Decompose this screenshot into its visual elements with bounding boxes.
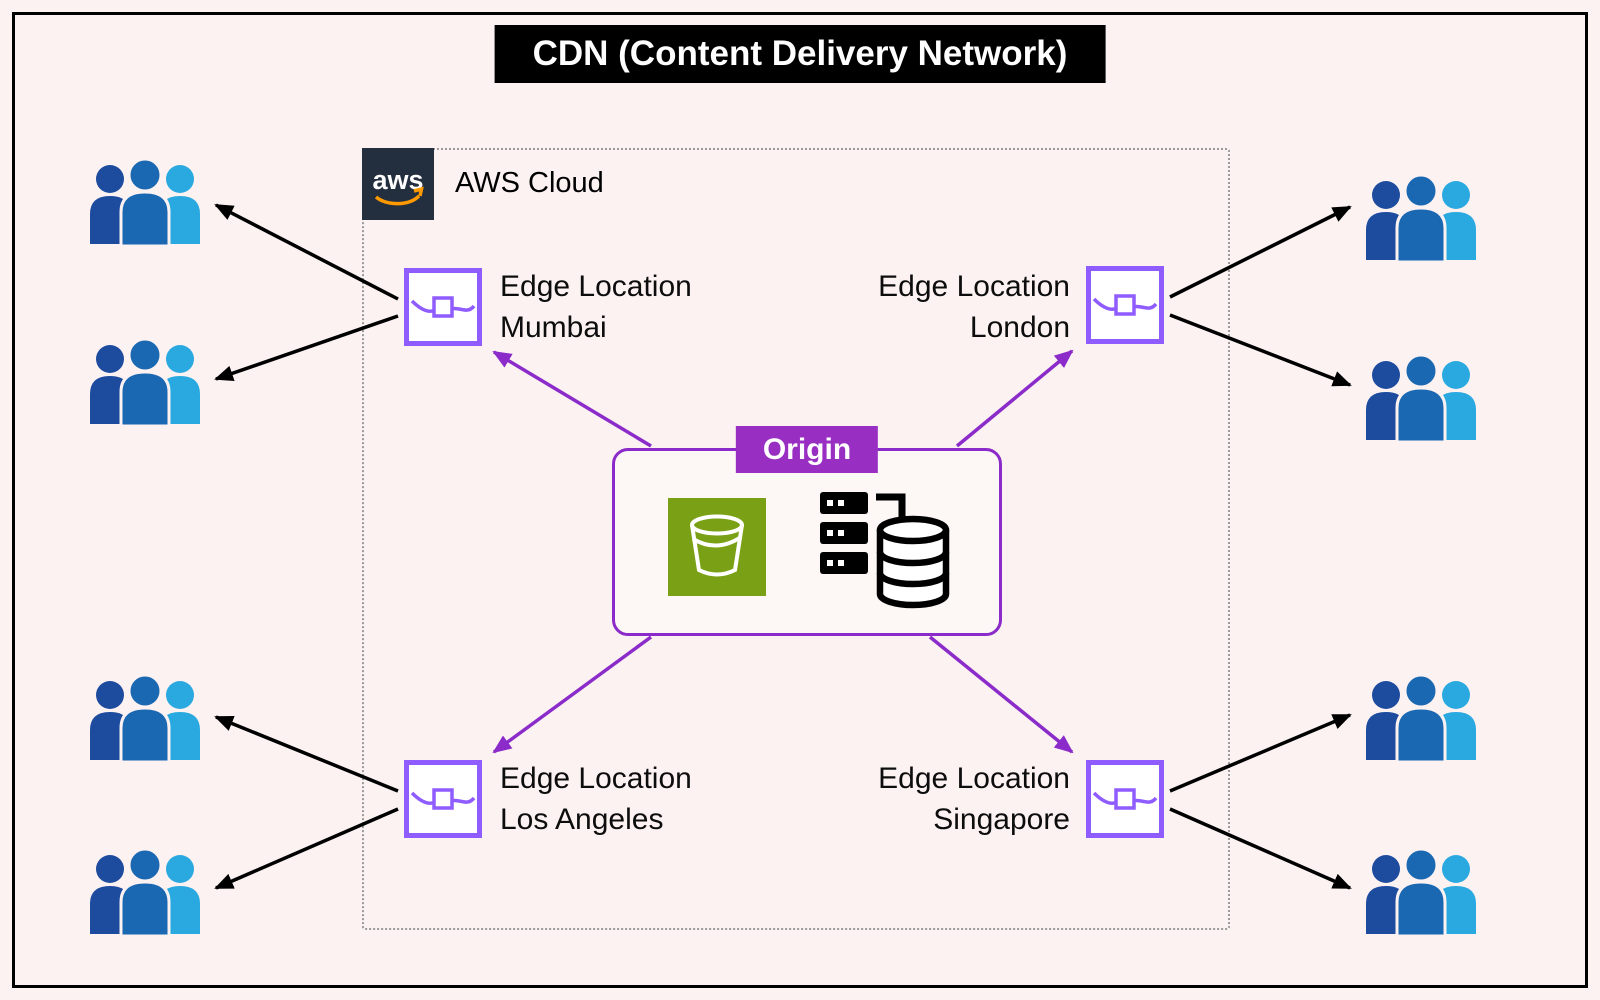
- edge-location-label-singapore: Edge Location Singapore: [790, 758, 1070, 840]
- edge-location-label-london: Edge Location London: [790, 266, 1070, 348]
- edge-label-line2: London: [969, 311, 1070, 344]
- edge-label-line1: Edge Location: [878, 762, 1070, 795]
- aws-cloud-label: AWS Cloud: [455, 167, 604, 199]
- edge-label-line2: Singapore: [933, 803, 1070, 836]
- edge-label-line1: Edge Location: [878, 270, 1070, 303]
- origin-box: Origin: [612, 426, 1002, 636]
- aws-cloud-container: [362, 148, 1230, 930]
- diagram-title: CDN (Content Delivery Network): [494, 25, 1106, 83]
- origin-badge: Origin: [735, 426, 879, 473]
- edge-label-line2: Los Angeles: [500, 803, 664, 836]
- page-frame: [12, 12, 1588, 988]
- edge-label-line1: Edge Location: [500, 762, 692, 795]
- edge-location-label-mumbai: Edge Location Mumbai: [500, 266, 692, 348]
- edge-label-line2: Mumbai: [500, 311, 607, 344]
- edge-location-label-los-angeles: Edge Location Los Angeles: [500, 758, 692, 840]
- edge-label-line1: Edge Location: [500, 270, 692, 303]
